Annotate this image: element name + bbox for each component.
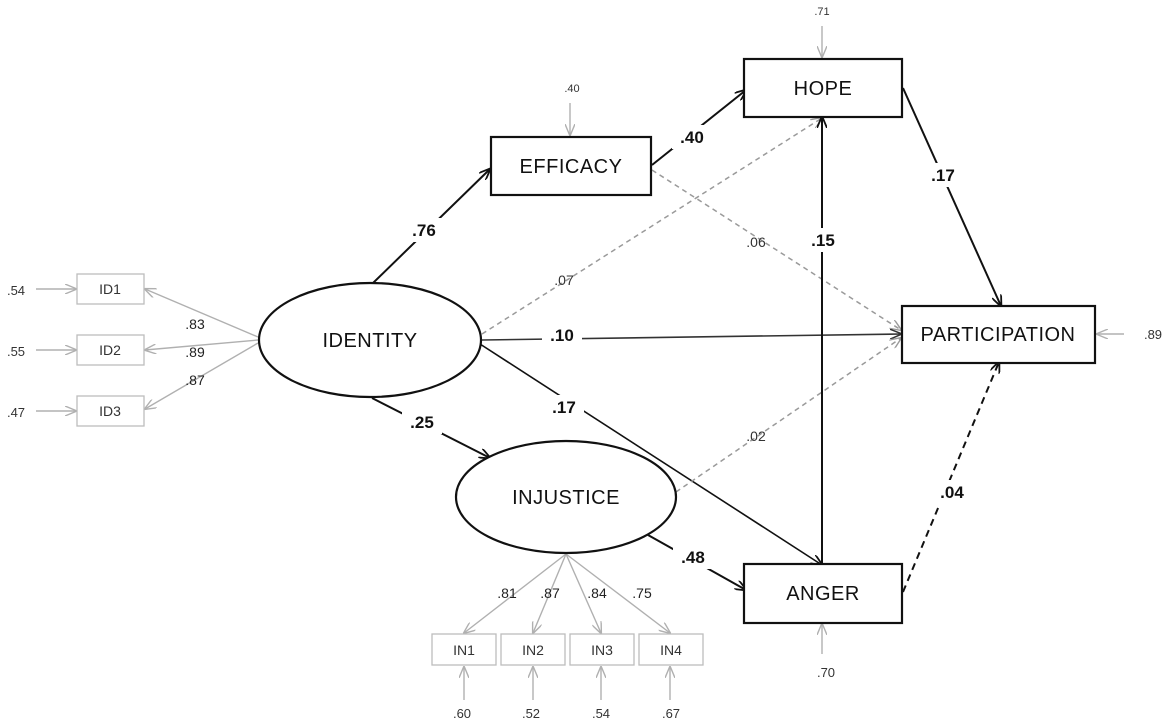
node-participation: PARTICIPATION <box>900 304 1097 365</box>
error-id3: .47 <box>7 405 25 420</box>
indicator-id3: ID3 <box>76 395 145 427</box>
loading-in1: .81 <box>497 585 517 601</box>
error-hope: .71 <box>814 6 829 18</box>
node-participation-label: PARTICIPATION <box>920 324 1075 346</box>
indicator-id2: ID2 <box>76 334 145 366</box>
indicator-in4-label: IN4 <box>660 642 682 658</box>
loading-arrow-id1 <box>145 289 259 338</box>
path-efficacy-participation <box>651 169 901 330</box>
node-hope: HOPE <box>742 57 904 119</box>
loading-arrow-in2 <box>533 553 567 633</box>
error-in3: .54 <box>592 706 610 721</box>
coef-hope-participation: .17 <box>931 166 955 185</box>
error-anger: .70 <box>817 665 835 680</box>
loading-id3: .87 <box>185 372 205 388</box>
coef-efficacy-participation: .06 <box>746 234 766 250</box>
indicator-id3-label: ID3 <box>99 403 121 419</box>
loading-arrow-in4 <box>565 553 670 633</box>
loading-in4: .75 <box>632 585 652 601</box>
error-participation: .89 <box>1144 327 1162 342</box>
node-identity-label: IDENTITY <box>322 330 417 352</box>
node-hope-label: HOPE <box>794 78 853 100</box>
path-identity-hope <box>481 118 822 335</box>
loading-arrow-id2 <box>145 339 259 350</box>
error-in1: .60 <box>453 706 471 721</box>
loading-id2: .89 <box>185 344 205 360</box>
loading-arrow-id3 <box>145 342 259 409</box>
indicator-in2: IN2 <box>500 633 566 666</box>
error-id2: .55 <box>7 344 25 359</box>
error-in4: .67 <box>662 706 680 721</box>
node-injustice-label: INJUSTICE <box>512 487 620 509</box>
loading-arrow-in3 <box>565 553 601 633</box>
coef-injustice-participation: .02 <box>746 428 766 444</box>
path-anger-participation <box>902 362 999 593</box>
coef-anger-participation: .04 <box>940 483 964 502</box>
loading-in3: .84 <box>587 585 607 601</box>
coef-identity-hope: .07 <box>554 272 574 288</box>
indicator-in1-label: IN1 <box>453 642 475 658</box>
loading-arrow-in1 <box>464 553 567 633</box>
indicator-id1-label: ID1 <box>99 281 121 297</box>
error-efficacy: .40 <box>564 83 579 95</box>
coef-identity-injustice: .25 <box>410 413 434 432</box>
coef-identity-efficacy: .76 <box>412 221 436 240</box>
path-identity-anger <box>479 343 822 565</box>
node-anger-label: ANGER <box>786 583 860 605</box>
path-injustice-participation <box>675 338 901 493</box>
coef-injustice-anger: .48 <box>681 548 705 567</box>
coef-identity-anger: .17 <box>552 398 576 417</box>
indicator-in3-label: IN3 <box>591 642 613 658</box>
indicator-in3: IN3 <box>569 633 635 666</box>
node-anger: ANGER <box>742 562 904 625</box>
coef-anger-hope: .15 <box>811 231 835 250</box>
coef-identity-participation: .10 <box>550 326 574 345</box>
indicator-in1: IN1 <box>431 633 497 666</box>
indicator-in2-label: IN2 <box>522 642 544 658</box>
loading-id1: .83 <box>185 316 205 332</box>
indicator-id2-label: ID2 <box>99 342 121 358</box>
loading-in2: .87 <box>540 585 560 601</box>
error-in2: .52 <box>522 706 540 721</box>
node-injustice: INJUSTICE <box>454 439 678 555</box>
path-hope-participation <box>902 87 1001 306</box>
error-id1: .54 <box>7 283 25 298</box>
node-efficacy: EFFICACY <box>489 135 653 197</box>
node-identity: IDENTITY <box>257 281 483 399</box>
indicator-in4: IN4 <box>638 633 704 666</box>
coef-efficacy-hope: .40 <box>680 128 704 147</box>
indicator-id1: ID1 <box>76 273 145 305</box>
node-efficacy-label: EFFICACY <box>520 156 623 178</box>
